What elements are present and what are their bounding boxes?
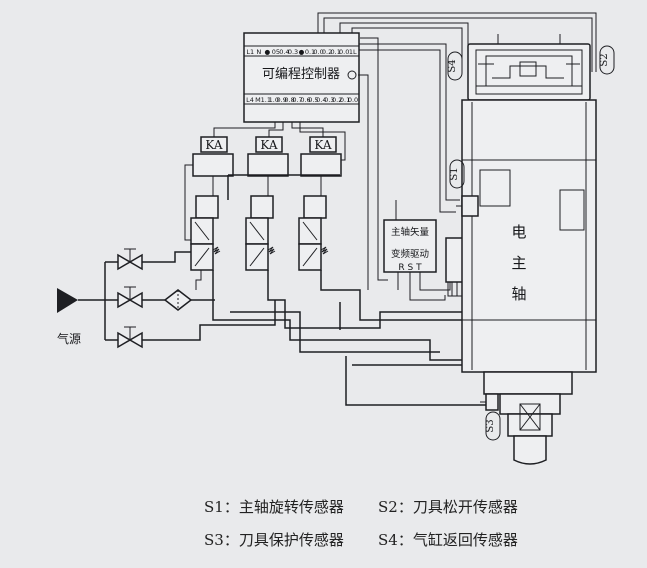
- legend-code: S4：: [378, 531, 413, 549]
- air-source-label: 气源: [57, 331, 81, 346]
- plc-terminal-label: 0.6: [300, 96, 310, 104]
- relay-wiring: [184, 122, 346, 241]
- plc-sensor-wiring: [317, 12, 597, 290]
- legend-text: 刀具松开传感器: [413, 498, 518, 516]
- relay-ka-3: KA: [300, 136, 342, 177]
- plc-terminal-label: 1.0: [269, 96, 279, 104]
- sensor-tags: S4 S2 S1 S3: [447, 45, 615, 441]
- plc-terminal-label: 0.1: [340, 96, 350, 104]
- plc-terminal-label: 1.1: [261, 96, 271, 104]
- plc-terminal-label: L4: [246, 96, 254, 104]
- ball-valve-middle: [117, 286, 143, 309]
- plc-signal-port: [347, 70, 357, 80]
- plc-terminal-label: 0.8: [284, 96, 294, 104]
- plc-terminal-label: ●: [299, 48, 305, 56]
- plc-terminal-label: 0.3: [288, 48, 298, 56]
- svg-text:S4：气缸返回传感器: S4：气缸返回传感器: [378, 531, 518, 549]
- vfd-inverter: 主轴矢量 变频驱动 R S T: [383, 200, 451, 301]
- solenoid-valves: [190, 195, 329, 290]
- electric-spindle: 电 主 轴: [456, 34, 597, 465]
- plc-terminal-label: 0.5: [308, 96, 318, 104]
- plc-terminal-label: 0.9: [277, 96, 287, 104]
- plc-terminal-label: ●: [264, 48, 270, 56]
- relay-label: KA: [260, 138, 277, 152]
- spindle-label-3: 轴: [511, 285, 526, 303]
- solenoid-valve-3: [298, 195, 329, 271]
- legend: S1：主轴旋转传感器 S2：刀具松开传感器 S3：刀具保护传感器 S4：气缸返回…: [204, 498, 518, 549]
- legend-item-s2: S2：刀具松开传感器: [378, 498, 518, 516]
- legend-item-s3: S3：刀具保护传感器: [204, 531, 344, 549]
- plc-terminal-label: 0.2: [332, 96, 342, 104]
- air-source: 气源: [57, 261, 118, 346]
- plc-terminal-label: 0.0: [313, 48, 323, 56]
- sensor-tag-s4: S4: [447, 51, 463, 81]
- plc-terminal-label: 05: [272, 48, 280, 56]
- sensor-tag-s3-text: S3: [485, 419, 496, 432]
- sensor-tag-s1: S1: [449, 159, 465, 189]
- air-source-icon: [57, 288, 78, 313]
- legend-code: S3：: [204, 531, 239, 549]
- inverter-phase-labels: R S T: [398, 263, 422, 273]
- svg-text:S2：刀具松开传感器: S2：刀具松开传感器: [378, 498, 518, 516]
- relay-ka-2: KA: [247, 136, 289, 177]
- legend-item-s4: S4：气缸返回传感器: [378, 531, 518, 549]
- relay-label: KA: [314, 138, 331, 152]
- plc-terminal-label: 0.4: [279, 48, 289, 56]
- sensor-tag-s4-text: S4: [447, 59, 458, 72]
- plc-terminal-label: 0.4: [316, 96, 326, 104]
- plc-terminal-label: N: [256, 48, 261, 56]
- legend-text: 主轴旋转传感器: [239, 498, 344, 516]
- svg-text:S1：主轴旋转传感器: S1：主轴旋转传感器: [204, 498, 344, 516]
- legend-code: S1：: [204, 498, 239, 516]
- legend-code: S2：: [378, 498, 413, 516]
- spindle-label-1: 电: [511, 223, 526, 241]
- plc-terminal-label: 0.0: [339, 48, 349, 56]
- relay-group: KA KA KA: [192, 136, 342, 177]
- manual-valves: [105, 248, 276, 349]
- air-filter: [163, 289, 193, 311]
- plc-terminal-label: 0.1: [331, 48, 341, 56]
- svg-text:S3：刀具保护传感器: S3：刀具保护传感器: [204, 531, 344, 549]
- plc-terminal-label: L1: [246, 48, 254, 56]
- relay-ka-1: KA: [192, 136, 234, 177]
- solenoid-valve-1: [190, 195, 221, 290]
- plc-terminal-label: 0.1: [305, 48, 315, 56]
- plc-terminal-label: 0.3: [324, 96, 334, 104]
- plc-terminal-label: M: [255, 96, 261, 104]
- sensor-tag-s1-text: S1: [449, 167, 460, 180]
- inverter-label-line1: 主轴矢量: [391, 226, 430, 238]
- ball-valve-top: [117, 248, 143, 271]
- legend-text: 气缸返回传感器: [413, 531, 518, 549]
- plc-terminal-label: 1L: [349, 48, 357, 56]
- relay-label: KA: [205, 138, 222, 152]
- sensor-tag-s2: S2: [599, 45, 615, 75]
- plc-label: 可编程控制器: [262, 67, 340, 82]
- ball-valve-bottom: [117, 326, 143, 349]
- sensor-tag-s2-text: S2: [599, 53, 610, 66]
- legend-text: 刀具保护传感器: [239, 531, 344, 549]
- plc-terminal-label: 0.7: [292, 96, 302, 104]
- plc-terminal-label: 0.2: [322, 48, 332, 56]
- solenoid-valve-2: [245, 195, 276, 271]
- inverter-label-line2: 变频驱动: [391, 248, 429, 260]
- legend-item-s1: S1：主轴旋转传感器: [204, 498, 344, 516]
- plc-terminal-label: 0.0: [348, 96, 358, 104]
- sensor-tag-s3: S3: [485, 411, 501, 441]
- spindle-label-2: 主: [511, 254, 526, 272]
